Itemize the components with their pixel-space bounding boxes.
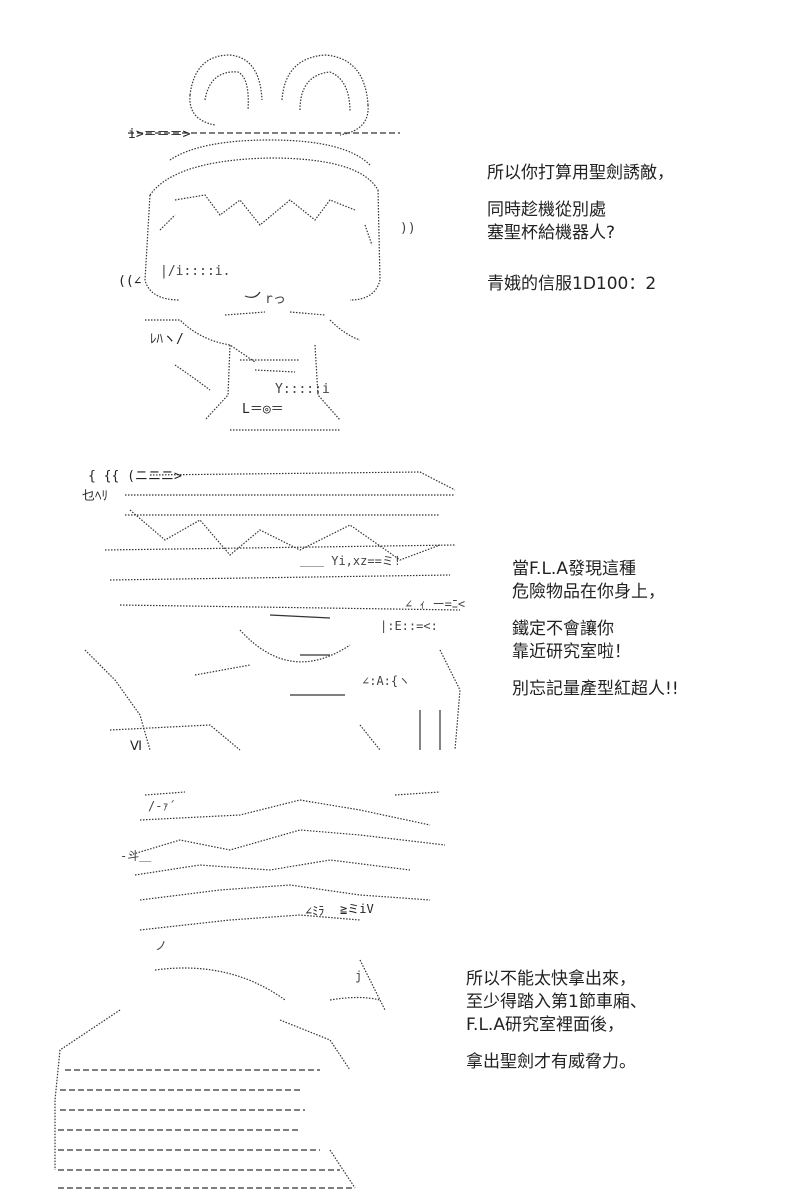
panel-2: { {{ (ニニニ> 乜ﾍﾘ Ⅵ ＿＿ Yi,xz==ミ! |:E::=<: ∠… bbox=[0, 450, 800, 770]
caption-line: 所以不能太快拿出來， bbox=[466, 969, 636, 989]
caption-line: 同時趁機從別處 bbox=[487, 200, 606, 220]
ascii-fragment: Ⅵ bbox=[130, 739, 142, 754]
caption-line: 鐵定不會讓你 bbox=[512, 619, 614, 639]
ascii-fragment: ﾚﾊヽ/ bbox=[150, 332, 184, 347]
caption-line: 青娥的信服1D100：2 bbox=[487, 274, 657, 294]
panel-3: ∠ﾐﾗ ≧ミiV /-ｧ´ -斗＿ ノ j 所以不能太快拿出來， 至少得踏入第1… bbox=[0, 770, 800, 1200]
ascii-fragment: i>＝＝＝> bbox=[128, 127, 191, 142]
ascii-fragment: 乜ﾍﾘ bbox=[82, 489, 108, 504]
svg-text:|:E::=<:: |:E::=<: bbox=[380, 619, 438, 633]
caption-line: 所以你打算用聖劍誘敵， bbox=[487, 163, 674, 183]
svg-text:∠:A:{ヽ: ∠:A:{ヽ bbox=[362, 674, 410, 688]
svg-text:|/i::::i.: |/i::::i. bbox=[160, 264, 230, 279]
svg-text:Y:::::i: Y:::::i bbox=[275, 382, 330, 397]
svg-text:-斗＿: -斗＿ bbox=[120, 849, 151, 863]
ascii-fragment: ((∠ bbox=[118, 274, 142, 289]
caption-block: 所以你打算用聖劍誘敵， 同時趁機從別處 塞聖杯給機器人? 青娥的信服1D100：… bbox=[487, 162, 674, 296]
panel-1: i>＝＝＝> ((∠ L＝◎＝ ﾚﾊヽ/ )) |/i::::i. rっ Y::… bbox=[0, 0, 800, 450]
caption-line: 別忘記量產型紅超人!! bbox=[512, 679, 679, 699]
svg-text:)): )) bbox=[400, 221, 416, 236]
caption-line: 拿出聖劍才有威脅力。 bbox=[466, 1052, 636, 1072]
svg-text:j: j bbox=[355, 969, 362, 983]
svg-text:∠ ｨ ー=ﾆ<: ∠ ｨ ー=ﾆ< bbox=[405, 597, 465, 611]
caption-line: 靠近研究室啦！ bbox=[512, 642, 631, 662]
ascii-art-character-horns: i>＝＝＝> ((∠ L＝◎＝ ﾚﾊヽ/ )) |/i::::i. rっ Y::… bbox=[118, 54, 416, 431]
ascii-art-character-shouting: { {{ (ニニニ> 乜ﾍﾘ Ⅵ ＿＿ Yi,xz==ミ! |:E::=<: ∠… bbox=[82, 469, 465, 754]
caption-line: 危險物品在你身上， bbox=[512, 582, 665, 602]
ascii-fragment: { {{ (ニニニ> bbox=[88, 469, 182, 484]
caption-block: 當F.L.A發現這種 危險物品在你身上， 鐵定不會讓你 靠近研究室啦！ 別忘記量… bbox=[512, 558, 679, 701]
ascii-fragment: L＝◎＝ bbox=[242, 402, 284, 417]
caption-line: 當F.L.A發現這種 bbox=[512, 559, 636, 579]
ascii-art-character-back: ∠ﾐﾗ ≧ミiV /-ｧ´ -斗＿ ノ j bbox=[54, 791, 446, 1189]
caption-line: 至少得踏入第1節車廂、 bbox=[466, 992, 647, 1012]
svg-text:＿＿ Yi,xz==ミ!: ＿＿ Yi,xz==ミ! bbox=[300, 554, 401, 568]
svg-text:/-ｧ´: /-ｧ´ bbox=[148, 799, 176, 813]
ascii-fragment: ∠ﾐﾗ bbox=[305, 904, 324, 918]
svg-text:rっ: rっ bbox=[265, 292, 286, 307]
caption-block: 所以不能太快拿出來， 至少得踏入第1節車廂、 F.L.A研究室裡面後， 拿出聖劍… bbox=[466, 968, 647, 1074]
caption-line: F.L.A研究室裡面後， bbox=[466, 1015, 624, 1035]
caption-line: 塞聖杯給機器人? bbox=[487, 223, 616, 243]
ascii-fragment: ≧ミiV bbox=[340, 902, 374, 916]
svg-text:ノ: ノ bbox=[155, 939, 167, 953]
